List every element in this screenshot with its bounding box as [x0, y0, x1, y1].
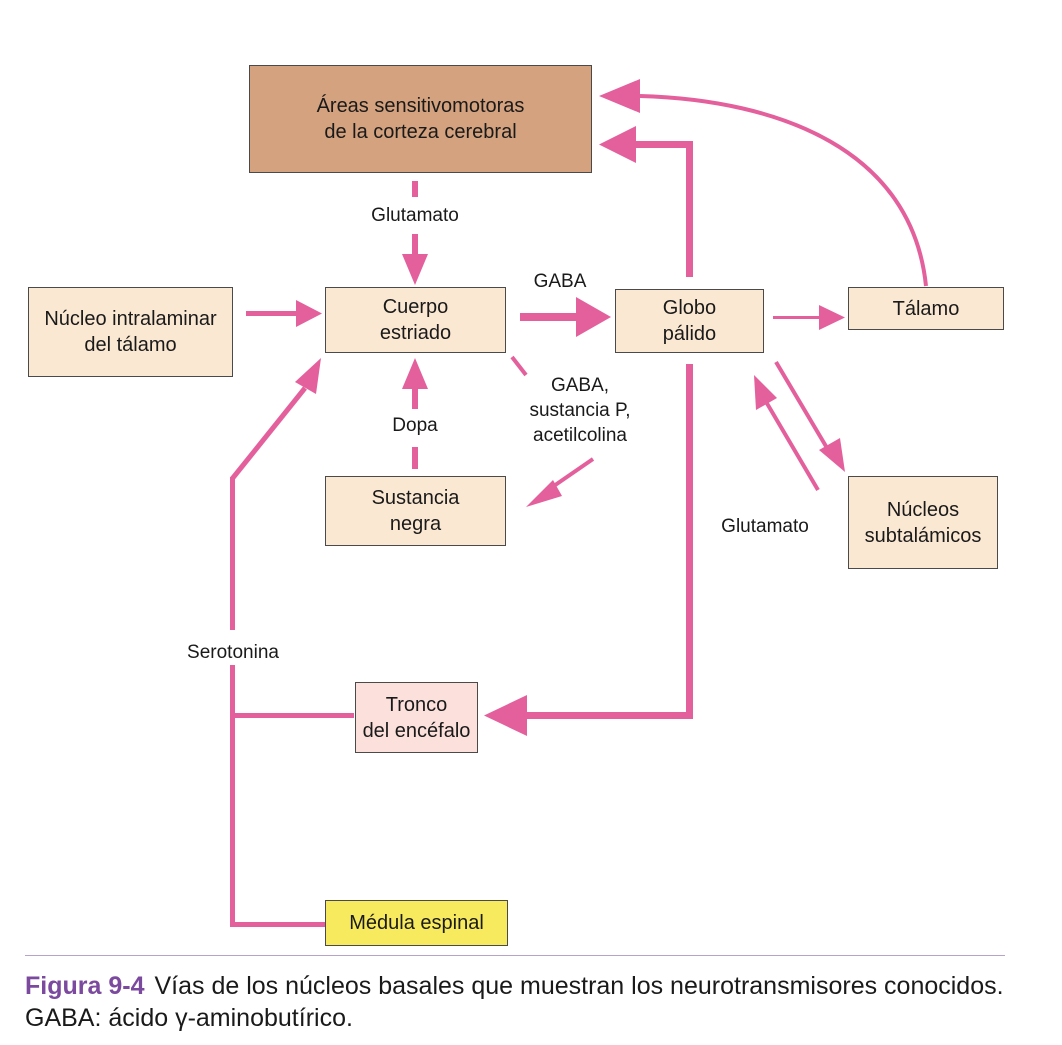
- pallidus-to-brainstem-arrowhead: [484, 695, 527, 736]
- striatum-to-pallidus-arrowhead: [576, 297, 611, 337]
- serotonin-label: Serotonina: [168, 640, 298, 665]
- subthalamic-to-pallidus-arrowhead: [754, 375, 777, 410]
- thalamus-to-cortex-arrowhead: [599, 79, 640, 113]
- serotonin-to-brainstem-branch: [230, 713, 354, 718]
- cortex-to-striatum-dash-2: [412, 234, 418, 254]
- subthalamic-box: Núcleos subtalámicos: [848, 476, 998, 569]
- nigra-to-striatum-dash-2: [412, 447, 418, 469]
- cortex-to-striatum-arrowhead: [402, 254, 428, 285]
- intralaminar-label: Núcleo intralaminar del tálamo: [44, 308, 217, 356]
- striatum-label: Cuerpo estriado: [379, 296, 452, 344]
- cortex-box: Áreas sensitivomotoras de la corteza cer…: [249, 65, 592, 173]
- striatum-box: Cuerpo estriado: [325, 287, 506, 353]
- pallidus-to-thalamus-shaft: [773, 316, 821, 319]
- serotonin-diagonal: [230, 386, 307, 481]
- glutamate-cortex-label: Glutamato: [371, 205, 459, 226]
- pallidus-to-cortex-horizontal: [633, 141, 693, 148]
- brainstem-box: Tronco del encéfalo: [355, 682, 478, 753]
- substantia-nigra-label: Sustancia negra: [371, 487, 460, 535]
- subthalamic-to-pallidus-line: [763, 398, 820, 492]
- intralaminar-to-striatum-arrowhead: [296, 300, 322, 327]
- striatum-to-nigra-arrowhead: [526, 480, 562, 507]
- gaba-sp-ach-label: GABA, sustancia P, acetilcolina: [529, 375, 631, 446]
- cortex-to-striatum-dash-1: [412, 181, 418, 197]
- subthalamic-label: Núcleos subtalámicos: [864, 498, 982, 547]
- figure-number: Figura 9-4: [25, 972, 145, 1000]
- cortex-label: Áreas sensitivomotoras de la corteza cer…: [316, 95, 525, 143]
- thalamus-to-cortex-curve: [639, 94, 928, 287]
- pallidus-to-cortex-arrowhead: [599, 126, 636, 163]
- spinal-to-serotonin-branch: [230, 922, 326, 927]
- spinal-cord-box: Médula espinal: [325, 900, 508, 946]
- caption-text: Vías de los núcleos basales que muestran…: [25, 972, 1004, 1032]
- nigra-to-striatum-dash-1: [412, 389, 418, 409]
- serotonin-vertical-upper: [230, 477, 235, 630]
- glutamate-subthalamic-label: Glutamato: [721, 516, 809, 537]
- thalamus-label: Tálamo: [892, 297, 960, 320]
- intralaminar-to-striatum-shaft: [246, 311, 298, 316]
- thalamus-box: Tálamo: [848, 287, 1004, 330]
- pallidus-to-brainstem-horizontal: [524, 712, 693, 719]
- gaba-label: GABA: [533, 271, 587, 292]
- striatum-to-pallidus-shaft: [520, 313, 578, 321]
- serotonin-to-striatum-arrowhead: [295, 358, 321, 394]
- pallidus-to-thalamus-arrowhead: [819, 305, 845, 330]
- spinal-cord-label: Médula espinal: [349, 912, 484, 934]
- pallidus-to-subthalamic-line: [774, 360, 832, 455]
- intralaminar-box: Núcleo intralaminar del tálamo: [28, 287, 233, 377]
- pallidus-to-brainstem-vertical: [686, 364, 693, 719]
- striatum-to-nigra-dash: [510, 355, 528, 377]
- pallidus-box: Globo pálido: [615, 289, 764, 353]
- pallidus-to-cortex-vertical: [686, 141, 693, 277]
- pallidus-to-subthalamic-arrowhead: [819, 438, 845, 472]
- pallidus-label: Globo pálido: [662, 297, 717, 345]
- serotonin-vertical-lower: [230, 665, 235, 927]
- caption-divider: [25, 955, 1005, 956]
- dopa-label: Dopa: [392, 415, 438, 436]
- brainstem-label: Tronco del encéfalo: [362, 693, 471, 742]
- nigra-to-striatum-arrowhead: [402, 358, 428, 389]
- substantia-nigra-box: Sustancia negra: [325, 476, 506, 546]
